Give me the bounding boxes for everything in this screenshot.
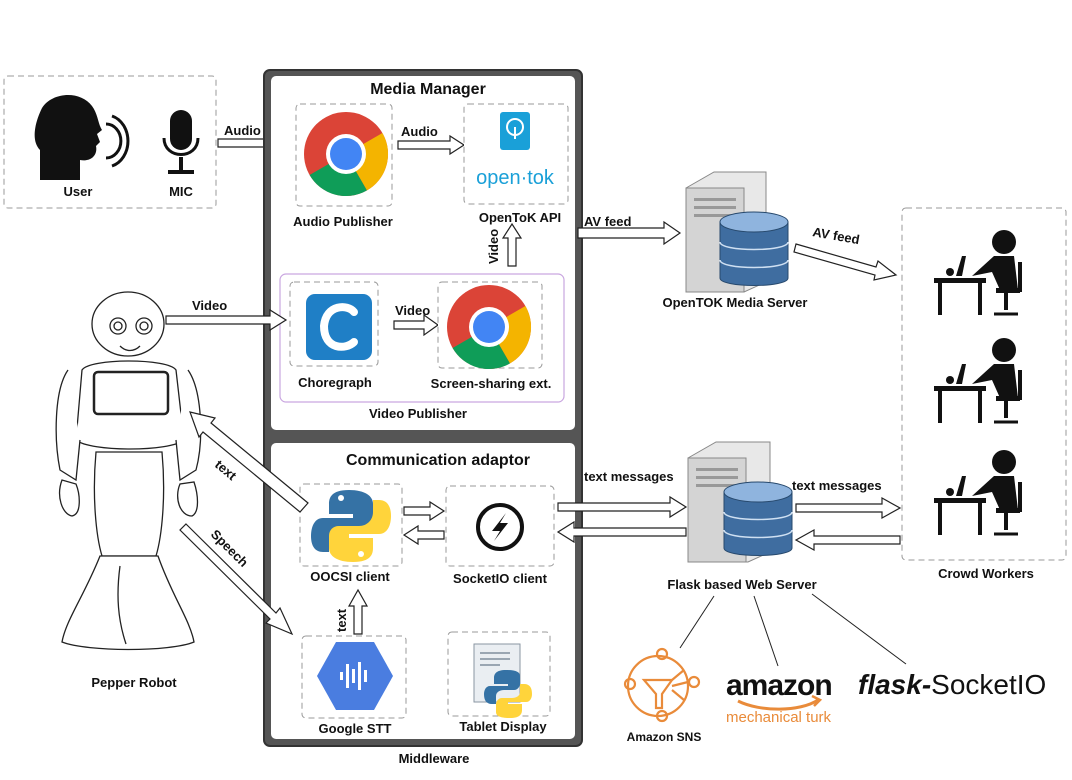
text-stt-label: text [334,608,349,632]
chrome-icon [304,112,389,197]
google-stt-icon [317,642,393,710]
socketio-to-oocsi-arrow [402,524,445,546]
socketio-client-label: SocketIO client [453,571,548,586]
choregraph-icon [306,294,372,360]
tablet-display-label: Tablet Display [459,719,547,734]
speech-arrow [179,523,294,636]
text-to-robot-arrow [189,411,309,513]
mechanical-turk-label: mechanical turk [726,709,832,726]
pepper-robot-label: Pepper Robot [91,675,177,690]
av-feed-1-label: AV feed [584,214,631,229]
chrome-icon [447,285,532,370]
screen-sharing-label: Screen-sharing ext. [431,376,552,391]
user-label: User [64,184,93,199]
text-msgs-to-server-arrow [557,495,688,519]
video-arrow-mid [393,313,440,337]
python-document-icon [473,643,532,718]
database-icon [719,211,789,286]
video-publisher-label: Video Publisher [369,406,467,421]
av-feed-arrow-1 [577,220,682,246]
worker-at-desk-icon [934,230,1022,316]
video-mid-label: Video [395,303,430,318]
audio-arrow-out [397,134,466,156]
oocsi-client-label: OOCSI client [310,569,390,584]
audio-out-label: Audio [401,124,438,139]
opentok-api-box [463,103,569,205]
av-feed-arrow-2 [793,243,898,281]
video-arrow-in [165,308,288,332]
worker-at-desk-icon [934,338,1022,424]
opentok-api-label: OpenToK API [479,210,561,225]
choregraph-label: Choregraph [298,375,372,390]
amazon-smile-icon [737,698,819,711]
connector-sns [679,595,715,649]
text-msgs-to-socketio-arrow [556,520,687,544]
flask-server-label: Flask based Web Server [667,577,816,592]
video-in-label: Video [192,298,227,313]
middleware-label: Middleware [399,751,470,766]
opentok-server-label: OpenTOK Media Server [663,295,808,310]
user-speaking-icon [34,94,130,180]
text-robot-label: text [212,457,240,484]
video-publisher-box [279,273,565,403]
database-icon [723,481,793,556]
worker-at-desk-icon [934,450,1022,536]
text-msgs-from-workers-arrow [794,528,901,552]
connector-flask-socketio [811,593,907,665]
socketio-part: SocketIO [931,669,1046,700]
opentok-icon [500,112,530,150]
text-msgs-1-label: text messages [584,469,674,484]
stt-to-oocsi-arrow [347,588,369,635]
amazon-sns-label: Amazon SNS [627,730,702,744]
av-feed-2-label: AV feed [811,224,860,247]
amazon-arrow-icon [811,694,823,707]
video-up-label: Video [486,229,501,264]
microphone-icon [162,110,200,174]
text-msgs-2-label: text messages [792,478,882,493]
audio-in-label: Audio [224,123,261,138]
pepper-robot-icon [55,291,202,651]
flask-socketio-logo: flask-SocketIO [858,669,1046,700]
amazon-sns-icon [623,647,701,723]
mic-label: MIC [169,184,193,199]
python-icon [311,490,391,562]
media-manager-title: Media Manager [370,81,486,98]
communication-adaptor-title: Communication adaptor [346,452,530,469]
crowd-workers-label: Crowd Workers [938,566,1034,581]
text-msgs-to-workers-arrow [795,496,902,520]
google-stt-label: Google STT [319,721,392,736]
socketio-icon [476,503,524,551]
video-arrow-up [501,222,523,267]
audio-publisher-label: Audio Publisher [293,214,393,229]
flask-part: flask- [858,669,931,700]
connector-mturk [753,595,779,667]
oocsi-to-socketio-arrow [403,500,446,522]
opentok-logo-text: open·tok [476,167,555,189]
crowd-workers-group [901,207,1067,561]
